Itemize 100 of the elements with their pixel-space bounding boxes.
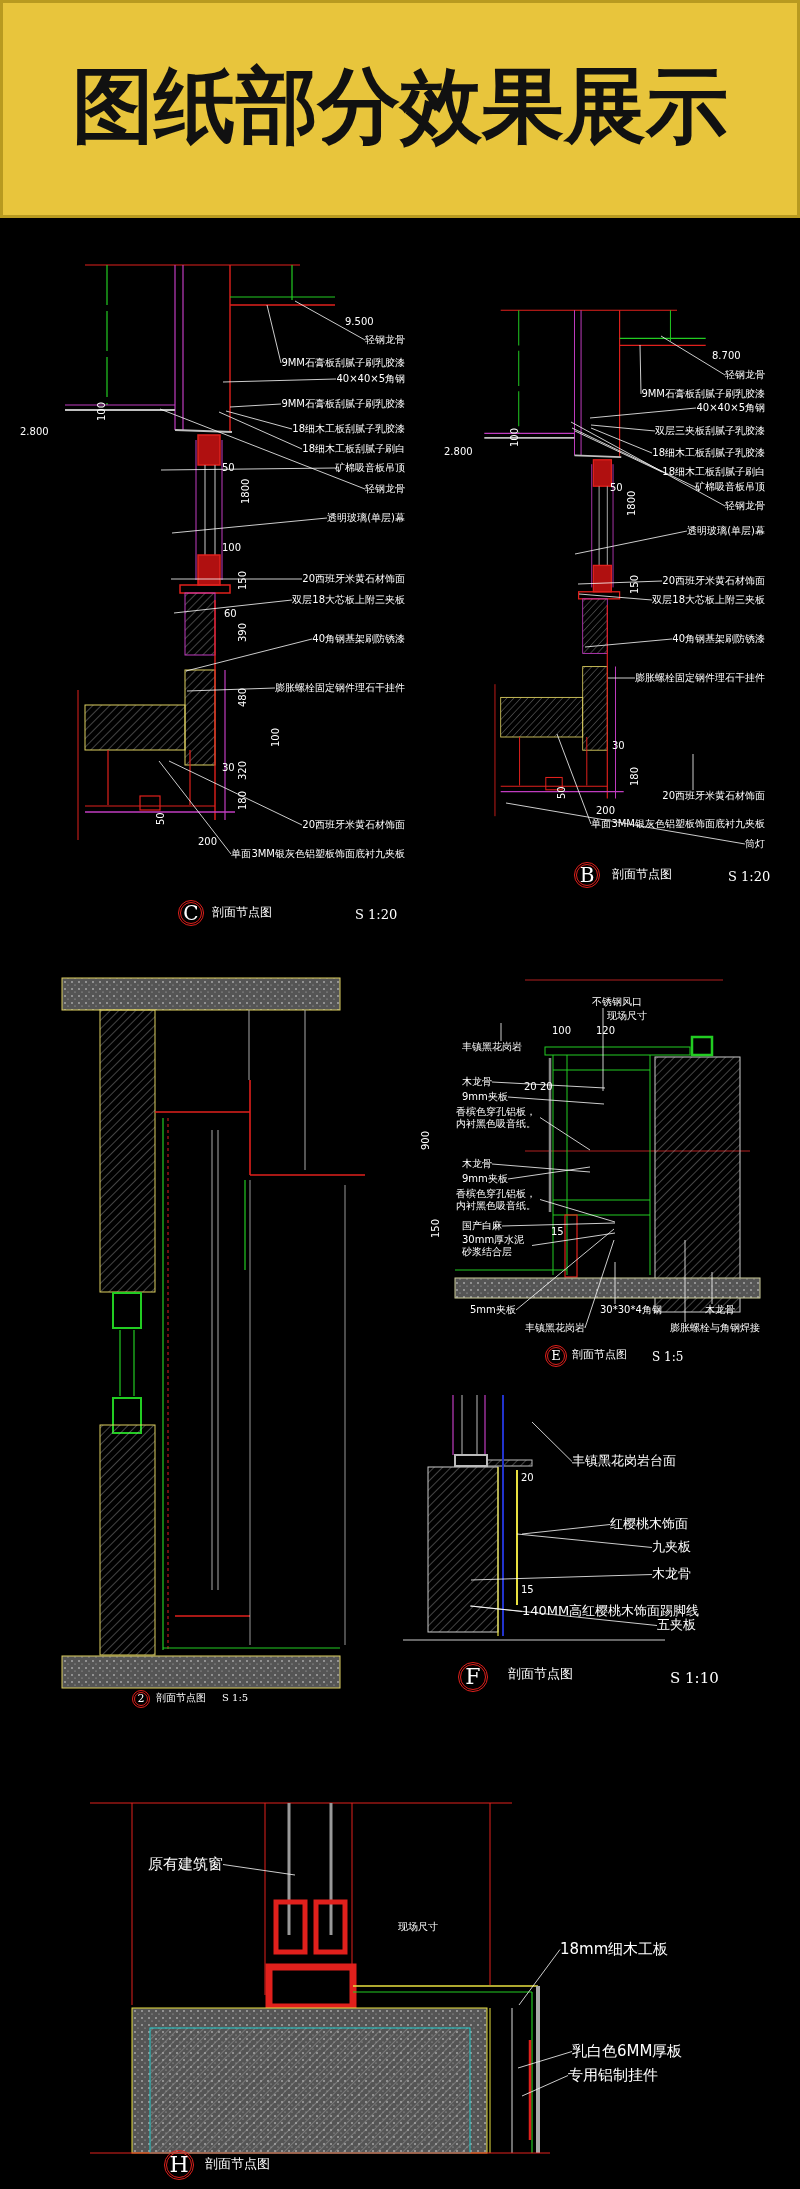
- callout-text: 轻钢龙骨: [725, 369, 765, 381]
- leader-line: [660, 335, 726, 376]
- callout-text: 40×40×5角钢: [696, 402, 765, 414]
- leader-line: [507, 1166, 591, 1180]
- leader-line: [171, 517, 328, 534]
- callout-text: 原有建筑窗: [148, 1856, 223, 1874]
- leader-line: [500, 1022, 502, 1042]
- callout-text: 18细木工板刮腻子刷白: [662, 466, 765, 478]
- dimension-label: 150: [629, 574, 641, 594]
- callout-text: 木龙骨: [652, 1567, 691, 1582]
- leader-line: [294, 300, 366, 341]
- leader-line: [229, 403, 282, 408]
- dimension-label: 100: [270, 727, 282, 747]
- callout-text: 木龙骨: [705, 1304, 735, 1316]
- leader-line: [222, 1864, 296, 1876]
- callout-text: 丰镇黑花岗岩: [462, 1041, 522, 1053]
- callout-text: 9MM石膏板刮腻子刷乳胶漆: [641, 388, 765, 400]
- callout-text: 18mm细木工板: [560, 1941, 669, 1959]
- leader-line: [584, 638, 673, 648]
- dimension-label: 320: [237, 760, 249, 780]
- callout-text: 9mm夹板: [462, 1091, 508, 1103]
- section-label: 剖面节点图: [156, 1692, 206, 1704]
- callout-text: 轻钢龙骨: [365, 483, 405, 495]
- leader-line: [574, 530, 688, 555]
- dimension-label: 180: [237, 790, 249, 810]
- scale-label: S 1:20: [728, 870, 771, 885]
- dimension-label: 390: [237, 622, 249, 642]
- leader-line: [531, 1421, 573, 1462]
- callout-text: 40角钢基架刷防锈漆: [672, 633, 765, 645]
- page-title: 图纸部分效果展示: [71, 65, 729, 147]
- dimension-label: 150: [430, 1218, 442, 1238]
- leader-line: [614, 1261, 616, 1305]
- callout-text: 9MM石膏板刮腻子刷乳胶漆: [281, 398, 405, 410]
- leader-line: [266, 304, 282, 364]
- dimension-label: 100: [552, 1025, 572, 1037]
- callout-text: 20西班牙米黄石材饰面: [302, 573, 405, 585]
- dimension-label: 20: [524, 1081, 537, 1093]
- callout-text: 专用铝制挂件: [568, 2067, 658, 2085]
- dimension-label: 200: [198, 836, 218, 848]
- callout-text: 40角钢基架刷防锈漆: [312, 633, 405, 645]
- dimension-label: 100: [222, 542, 242, 554]
- leader-line: [521, 2075, 569, 2097]
- callout-text: 膨胀螺栓固定钢件理石干挂件: [275, 682, 405, 694]
- elevation-label: 9.500: [345, 316, 374, 328]
- callout-text: 矿棉吸音板吊顶: [695, 481, 765, 493]
- scale-label: S 1:20: [355, 908, 398, 923]
- leader-line: [539, 1117, 591, 1151]
- scale-label: S 1:10: [670, 1670, 719, 1688]
- callout-text: 不锈钢风口: [592, 996, 642, 1008]
- leader-line: [218, 411, 303, 450]
- callout-text: 双层三夹板刮腻子乳胶漆: [655, 425, 765, 437]
- callout-text: 30*30*4角钢: [600, 1304, 662, 1316]
- callout-text: 矿棉吸音板吊顶: [335, 462, 405, 474]
- dimension-label: 15: [551, 1226, 564, 1238]
- dimension-label: 50: [556, 786, 568, 799]
- dimension-label: 480: [237, 687, 249, 707]
- leader-line: [501, 1222, 616, 1227]
- callout-text: 国产白麻: [462, 1220, 502, 1232]
- leader-line: [491, 1081, 606, 1089]
- dimension-label: 20: [521, 1472, 534, 1484]
- callout-text: 透明玻璃(单层)幕: [687, 525, 765, 537]
- dimension-label: 20: [540, 1081, 553, 1093]
- dimension-label: 15: [521, 1584, 534, 1596]
- callout-text: 木龙骨: [462, 1076, 492, 1088]
- leader-line: [159, 408, 366, 490]
- section-label: 剖面节点图: [212, 906, 272, 920]
- callout-text: 五夹板: [657, 1618, 696, 1633]
- callout-text: 双层18大芯板上附三夹板: [652, 594, 765, 606]
- leader-line: [470, 1574, 653, 1581]
- leader-line: [222, 378, 337, 383]
- leader-line: [518, 1949, 561, 2006]
- callout-text: 木龙骨: [462, 1158, 492, 1170]
- leader-line: [577, 580, 663, 585]
- callout-text: 乳白色6MM厚板: [572, 2043, 683, 2061]
- callout-text: 透明玻璃(单层)幕: [327, 512, 405, 524]
- callout-text: 30mm厚水泥砂浆结合层: [462, 1234, 532, 1257]
- callout-text: 香槟色穿孔铝板，内衬黑色吸音纸。: [456, 1188, 540, 1211]
- leader-line: [692, 753, 694, 791]
- leader-line: [507, 1096, 605, 1105]
- section-label: 剖面节点图: [572, 1349, 627, 1362]
- dimension-label: 50: [155, 812, 167, 825]
- leader-line: [517, 2051, 573, 2069]
- section-label: 剖面节点图: [612, 868, 672, 882]
- callout-text: 9MM石膏板刮腻子刷乳胶漆: [281, 357, 405, 369]
- leader-line: [602, 1007, 604, 1092]
- leader-line: [639, 344, 642, 395]
- leader-line: [570, 421, 726, 507]
- callout-text: 9mm夹板: [462, 1173, 508, 1185]
- dimension-label: 100: [509, 427, 521, 447]
- callout-text: 20西班牙米黄石材饰面: [662, 575, 765, 587]
- leader-line: [185, 638, 313, 672]
- callout-text: 红樱桃木饰面: [610, 1517, 688, 1532]
- callout-text: 140MM高红樱桃木饰面踢脚线: [522, 1604, 700, 1619]
- leader-line: [531, 1232, 616, 1246]
- callout-text: 18细木工板刮腻子乳胶漆: [292, 423, 405, 435]
- dimension-label: 120: [596, 1025, 616, 1037]
- dimension-label: 150: [237, 570, 249, 590]
- leader-line: [170, 578, 303, 580]
- callout-text: 膨胀螺栓与角钢焊接: [670, 1322, 760, 1334]
- callout-text: 5mm夹板: [470, 1304, 516, 1316]
